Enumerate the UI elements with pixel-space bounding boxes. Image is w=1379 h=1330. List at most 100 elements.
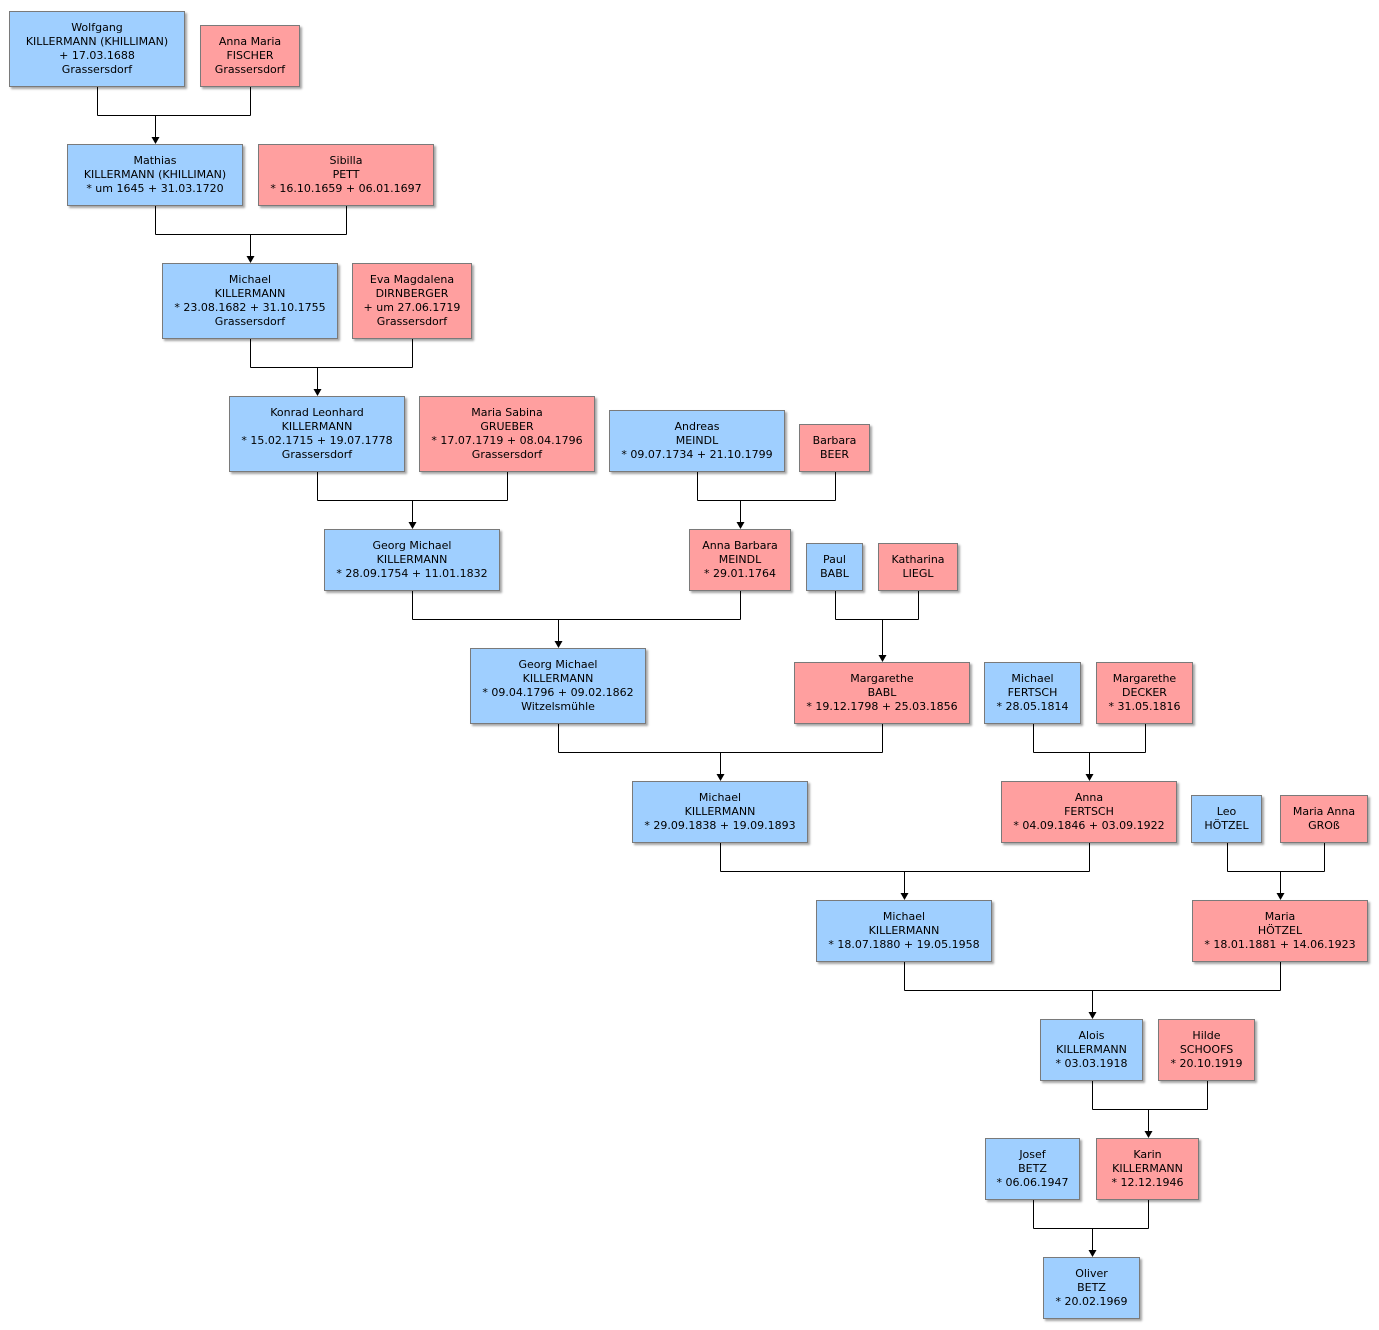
person-line: * 04.09.1846 + 03.09.1922 [1013, 819, 1165, 832]
person-line: Sibilla [329, 154, 363, 167]
person-line: Anna Barbara [702, 539, 778, 552]
person-line: KILLERMANN [214, 287, 286, 300]
arrow-head [246, 256, 255, 263]
person-line: Alois [1078, 1029, 1105, 1042]
person-line: Maria Anna [1292, 805, 1356, 818]
person-line: Grassersdorf [281, 448, 353, 461]
person-line: * 09.04.1796 + 09.02.1862 [482, 686, 634, 699]
person-line: * 16.10.1659 + 06.01.1697 [270, 182, 422, 195]
person-line: Hilde [1192, 1029, 1221, 1042]
arrow-head [151, 137, 160, 144]
person-line: Eva Magdalena [369, 273, 455, 286]
arrow-head [1088, 1250, 1097, 1257]
person-line: * 31.05.1816 [1108, 700, 1181, 713]
arrow-head [313, 389, 322, 396]
person-line: Katharina [891, 553, 945, 566]
person-line: * 29.01.1764 [704, 567, 776, 580]
person-line: Georg Michael [518, 658, 598, 671]
person-line: DIRNBERGER [375, 287, 449, 300]
person-line: KILLERMANN [281, 420, 353, 433]
person-line: Grassersdorf [376, 315, 448, 328]
person-line: HÖTZEL [1204, 819, 1249, 832]
person-line: BETZ [1018, 1162, 1047, 1175]
person-line: * 29.09.1838 + 19.09.1893 [644, 819, 796, 832]
person-line: * 18.07.1880 + 19.05.1958 [828, 938, 980, 951]
person-line: * 20.02.1969 [1055, 1295, 1128, 1308]
person-line: * 18.01.1881 + 14.06.1923 [1204, 938, 1356, 951]
person-line: Michael [882, 910, 926, 923]
person-line: * 17.07.1719 + 08.04.1796 [431, 434, 583, 447]
arrow-head [1085, 774, 1094, 781]
person-line: Grassersdorf [214, 63, 286, 76]
person-line: + um 27.06.1719 [363, 301, 461, 314]
person-line: MEINDL [718, 553, 762, 566]
person-line: SCHOOFS [1179, 1043, 1234, 1056]
person-line: + 17.03.1688 [59, 49, 135, 62]
person-line: * 03.03.1918 [1055, 1057, 1128, 1070]
person-line: * 12.12.1946 [1111, 1176, 1184, 1189]
person-line: Margarethe [850, 672, 914, 685]
person-line: BABL [820, 567, 849, 580]
person-line: Witzelsmühle [521, 700, 595, 713]
person-line: Josef [1019, 1148, 1046, 1161]
person-line: Grassersdorf [61, 63, 133, 76]
person-line: KILLERMANN (KHILLIMAN) [25, 35, 169, 48]
person-line: MEINDL [675, 434, 719, 447]
person-line: Oliver [1075, 1267, 1108, 1280]
arrow-head [900, 893, 909, 900]
person-line: BETZ [1077, 1281, 1106, 1294]
person-line: Grassersdorf [471, 448, 543, 461]
person-line: Karin [1133, 1148, 1162, 1161]
person-line: GRUEBER [480, 420, 534, 433]
person-line: BEER [819, 448, 850, 461]
person-line: Barbara [812, 434, 857, 447]
arrow-head [736, 522, 745, 529]
person-line: Maria [1264, 910, 1296, 923]
person-line: * 15.02.1715 + 19.07.1778 [241, 434, 393, 447]
person-line: Anna Maria [218, 35, 282, 48]
person-line: * um 1645 + 31.03.1720 [86, 182, 224, 195]
person-line: Michael [698, 791, 742, 804]
arrow-head [1276, 893, 1285, 900]
person-line: KILLERMANN [868, 924, 940, 937]
person-line: Paul [823, 553, 846, 566]
person-line: FERTSCH [1007, 686, 1058, 699]
person-line: HÖTZEL [1257, 924, 1303, 937]
person-line: Anna [1074, 791, 1104, 804]
person-line: * 06.06.1947 [996, 1176, 1069, 1189]
arrow-head [878, 655, 887, 662]
arrow-head [408, 522, 417, 529]
person-line: Andreas [674, 420, 720, 433]
person-line: KILLERMANN [684, 805, 756, 818]
